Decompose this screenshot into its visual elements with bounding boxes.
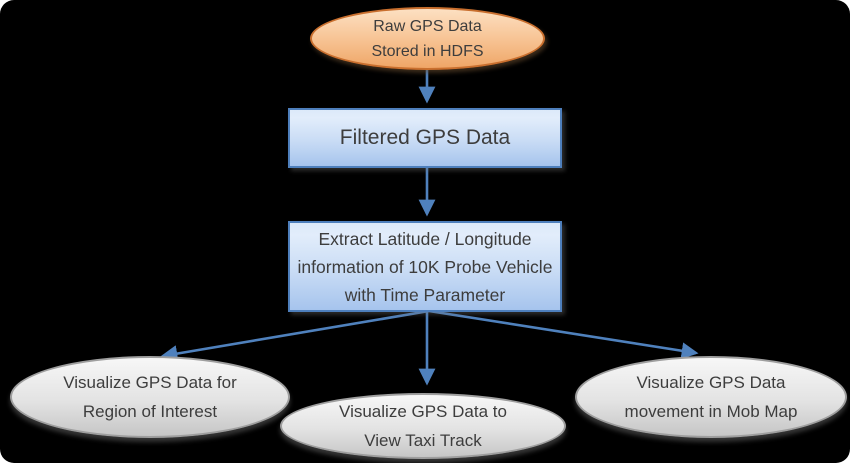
node-label-line: View Taxi Track — [364, 431, 482, 450]
node-label-line: Stored in HDFS — [371, 42, 484, 60]
node-label-line: Raw GPS Data — [373, 17, 482, 35]
node-label-line: Visualize GPS Data for — [63, 373, 237, 392]
node-label-line: Visualize GPS Data to — [339, 402, 507, 421]
node-label-line: with Time Parameter — [344, 284, 506, 305]
arrow-extract-to-mob — [428, 309, 699, 360]
node-label-line: Visualize GPS Data — [636, 373, 786, 392]
node-visualize-mob-map: Visualize GPS Data movement in Mob Map — [575, 356, 847, 438]
node-extract-lat-long: Extract Latitude / Longitude information… — [288, 221, 562, 312]
node-label-line: information of 10K Probe Vehicle — [297, 256, 553, 277]
node-label-line: Filtered GPS Data — [339, 126, 511, 149]
node-label-line: Region of Interest — [82, 402, 218, 421]
arrow-extract-to-region — [160, 309, 430, 362]
node-label-line: movement in Mob Map — [624, 402, 798, 421]
node-visualize-region-of-interest: Visualize GPS Data for Region of Interes… — [10, 356, 290, 438]
node-label-line: Extract Latitude / Longitude — [318, 228, 532, 249]
node-raw-gps-data: Raw GPS Data Stored in HDFS — [310, 7, 545, 70]
node-filtered-gps-data: Filtered GPS Data — [288, 108, 562, 168]
node-visualize-taxi-track: Visualize GPS Data to View Taxi Track — [280, 393, 566, 459]
